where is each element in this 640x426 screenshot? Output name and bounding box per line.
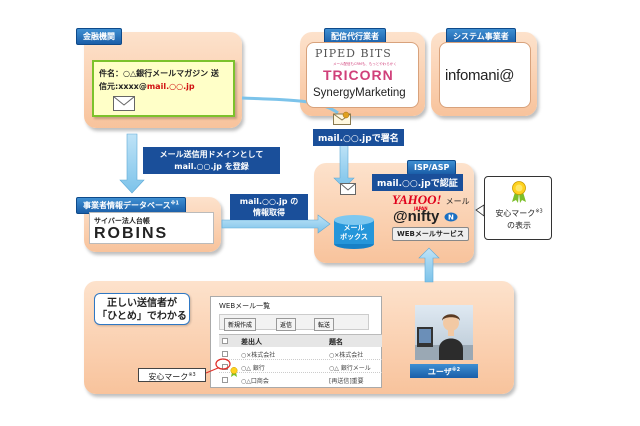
row-sender: ○△口商会 xyxy=(241,378,269,385)
mailbox-icon: メール ボックス xyxy=(332,214,376,250)
webmail-service-badge: WEBメールサービス xyxy=(392,227,469,241)
sign-label: mail.○○.jpで署名 xyxy=(313,129,404,146)
table-row[interactable]: ○×株式会社 ○×株式会社 xyxy=(219,348,382,360)
sign-label-domain: mail.○○.jp xyxy=(318,134,372,144)
row-checkbox[interactable] xyxy=(222,364,228,370)
yahoo-text: YAHOO! xyxy=(392,192,442,207)
anshin-bubble-line1: 安心マーク※3 xyxy=(485,208,553,219)
isp-envelope-icon xyxy=(340,180,356,199)
list-header: 差出人 題名 xyxy=(219,335,382,347)
distributor-logo-box: PIPED BITS メール配信もCRMも、もっとやわらかく TRICORN S… xyxy=(306,42,419,108)
register-label-line1: メール送信用ドメインとして xyxy=(159,150,264,159)
envelope-icon xyxy=(113,96,135,115)
webmail-list: 差出人 題名 ○×株式会社 ○×株式会社 ○△ 銀行 ○△ 銀行メール ○△口商… xyxy=(219,334,382,388)
system-logo-box: infomani@ xyxy=(439,42,531,108)
register-label-line2: mail.○○.jp を登録 xyxy=(174,162,249,171)
row-subject: ○×株式会社 xyxy=(329,352,364,359)
bank-email-from-domain: mail.○○.jp xyxy=(146,82,195,91)
table-row[interactable]: ○△ 銀行 ○△ 銀行メール xyxy=(219,361,382,377)
register-label: メール送信用ドメインとして mail.○○.jp を登録 xyxy=(143,147,280,174)
yahoo-mail-text: メール xyxy=(445,197,470,206)
anshin-bubble-note: ※3 xyxy=(535,208,543,215)
arrow-bank-to-db xyxy=(119,133,145,194)
arrow-db-to-isp xyxy=(221,214,331,234)
db-tag-text: 事業者情報データベース xyxy=(83,201,171,210)
system-tag: システム事業者 xyxy=(446,28,516,45)
svg-text:N: N xyxy=(448,214,454,222)
tricorn-logo: TRICORN xyxy=(323,67,394,83)
anshin-label-box: 安心マーク※3 xyxy=(138,368,206,382)
user-photo xyxy=(415,305,473,360)
row-sender: ○×株式会社 xyxy=(241,352,276,359)
piped-bits-tagline: メール配信もCRMも、もっとやわらかく xyxy=(333,62,397,66)
row-subject: ○△ 銀行メール xyxy=(329,365,371,372)
db-tag-note: ※1 xyxy=(170,200,179,207)
sign-envelope-icon xyxy=(333,110,351,129)
anshin-label-note: ※3 xyxy=(188,372,196,378)
robins-logo-box: サイバー法人台帳 ROBINS xyxy=(89,212,214,244)
column-header-sender[interactable]: 差出人 xyxy=(241,338,262,346)
infomania-logo: infomani@ xyxy=(445,67,515,84)
header-checkbox[interactable] xyxy=(222,338,228,344)
bank-email-note: 件名：○△銀行メールマガジン 送 信元:xxxx@mail.○○.jp xyxy=(92,60,235,117)
row-subject: [再送信]重要 xyxy=(329,378,364,385)
webmail-toolbar: 新規作成 返信 転送 xyxy=(219,314,369,331)
row-checkbox[interactable] xyxy=(222,351,228,357)
user-label-text: ユーザ xyxy=(427,367,452,377)
table-row[interactable]: ○△口商会 [再送信]重要 xyxy=(219,374,382,386)
nifty-logo: @nifty N xyxy=(393,206,458,225)
webmail-window-title: WEBメール一覧 xyxy=(219,302,271,310)
anshin-bubble-line2: の表示 xyxy=(507,221,531,230)
user-label: ユーザ※2 xyxy=(410,364,478,378)
auth-label: mail.○○.jpで認証 xyxy=(372,174,463,191)
anshin-label-text: 安心マーク xyxy=(148,372,189,382)
user-label-note: ※2 xyxy=(451,367,461,373)
anshin-bubble: 安心マーク※3 の表示 xyxy=(484,176,552,240)
synergy-marketing-logo: SynergyMarketing xyxy=(313,87,406,99)
anshin-bubble-text: 安心マーク xyxy=(495,209,536,218)
info-label-line1: mail.○○.jp の xyxy=(239,197,299,206)
sign-label-suffix: で署名 xyxy=(371,134,399,144)
arrow-user-to-isp xyxy=(418,247,440,283)
arrow-bank-to-sign xyxy=(241,96,339,115)
bank-email-from: 信元:xxxx@mail.○○.jp xyxy=(99,81,195,92)
new-mail-button[interactable]: 新規作成 xyxy=(224,318,257,331)
award-ribbon-icon xyxy=(511,181,527,207)
callout-box: 正しい送信者が 「ひとめ」でわかる xyxy=(94,293,190,325)
info-label: mail.○○.jp の 情報取得 xyxy=(230,194,308,220)
nifty-mark-icon: N xyxy=(444,212,458,222)
column-header-subject[interactable]: 題名 xyxy=(329,338,343,346)
yahoo-japan-text: JAPAN xyxy=(414,206,428,211)
nifty-text: @nifty xyxy=(393,208,440,225)
callout-line1: 正しい送信者が xyxy=(107,298,177,309)
auth-label-domain: mail.○○.jp xyxy=(377,179,431,189)
info-label-line2: 情報取得 xyxy=(253,208,285,217)
reply-button[interactable]: 返信 xyxy=(276,318,297,331)
webmail-window: WEBメール一覧 新規作成 返信 転送 差出人 題名 ○×株式会社 ○×株式会社… xyxy=(210,296,382,388)
callout-line2: 「ひとめ」でわかる xyxy=(97,311,187,322)
row-checkbox[interactable] xyxy=(222,377,228,383)
bank-email-subject: 件名：○△銀行メールマガジン 送 xyxy=(99,69,219,78)
bank-email-from-prefix: 信元:xxxx@ xyxy=(99,82,147,91)
forward-button[interactable]: 転送 xyxy=(314,318,335,331)
bank-tag: 金融機関 xyxy=(76,28,122,45)
mailbox-label: メール ボックス xyxy=(340,224,368,241)
yahoo-logo: YAHOO!メール JAPAN xyxy=(392,189,470,211)
piped-bits-logo: PIPED BITS xyxy=(315,47,392,60)
row-sender: ○△ 銀行 xyxy=(241,365,265,372)
auth-label-suffix: で認証 xyxy=(430,179,458,189)
robins-logo: ROBINS xyxy=(94,225,169,242)
anshin-row-ribbon-icon xyxy=(230,362,238,381)
robins-tagline: サイバー法人台帳 xyxy=(94,217,150,225)
